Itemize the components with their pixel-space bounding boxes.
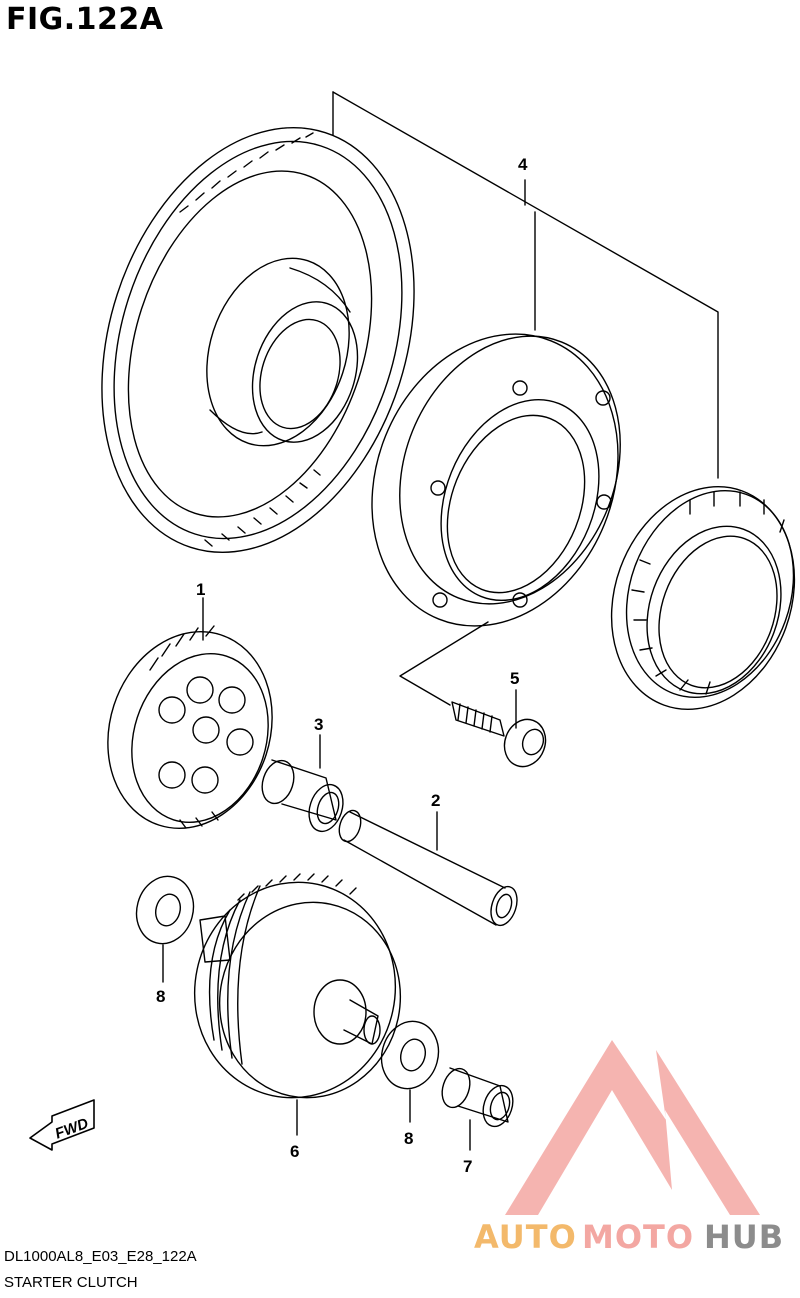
callout-6: 6 <box>290 1142 299 1161</box>
diagram-code: DL1000AL8_E03_E28_122A <box>4 1248 197 1265</box>
callout-4: 4 <box>518 155 528 174</box>
fwd-label: FWD <box>53 1115 91 1143</box>
forward-arrow-icon: FWD <box>29 1099 95 1151</box>
figure-title: FIG.122A <box>6 2 164 37</box>
starter-torque-limiter <box>193 873 402 1136</box>
logo-text-moto: MOTO <box>582 1218 694 1256</box>
assembly-bracket-lines <box>332 91 719 479</box>
one-way-clutch <box>610 486 796 710</box>
callout-1: 1 <box>196 580 205 599</box>
idle-gear-bushing <box>261 734 344 833</box>
torque-limiter-bushing <box>441 1067 514 1151</box>
automotohub-logo-icon: AUTO MOTO HUB <box>474 1040 784 1256</box>
starter-driven-gear <box>101 126 415 554</box>
bolt-leader-line <box>399 621 489 706</box>
callout-7: 7 <box>463 1157 472 1176</box>
idle-gear-shaft <box>338 809 518 927</box>
callout-5: 5 <box>510 669 519 688</box>
diagram-name: STARTER CLUTCH <box>4 1274 138 1291</box>
thrust-washer-right <box>380 1020 440 1123</box>
logo-text-auto: AUTO <box>474 1218 577 1256</box>
callout-8-left: 8 <box>156 987 165 1006</box>
callout-2: 2 <box>431 791 440 810</box>
callout-8-right: 8 <box>404 1129 413 1148</box>
thrust-washer-left <box>135 875 195 983</box>
clutch-housing <box>371 333 621 627</box>
starter-idle-gear <box>107 597 273 829</box>
bolt <box>451 689 547 768</box>
callout-3: 3 <box>314 715 323 734</box>
logo-text-hub: HUB <box>704 1218 784 1256</box>
